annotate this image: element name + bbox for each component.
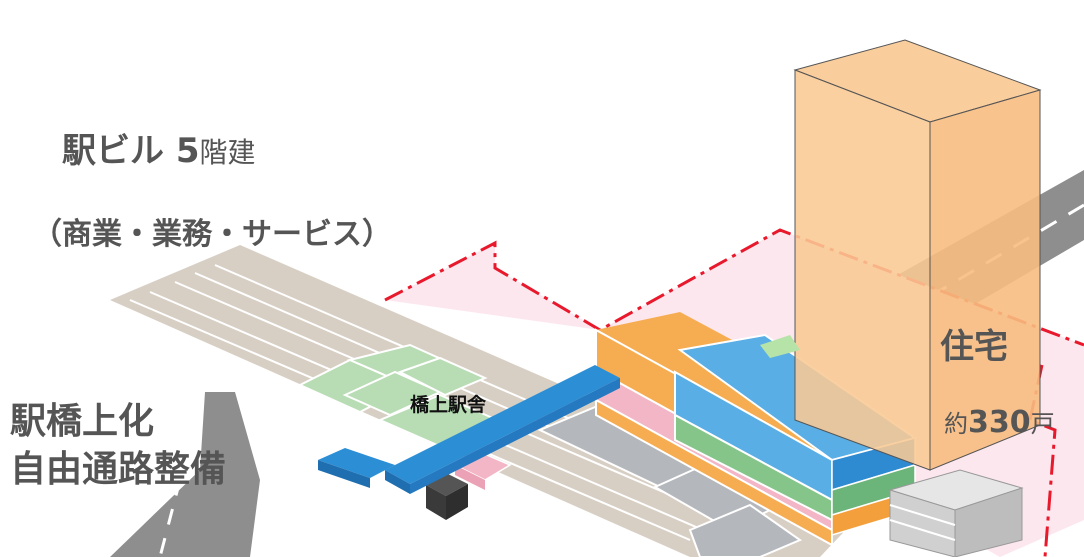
- station-building-label: 駅ビル 5階建: [62, 131, 256, 171]
- gray-building: [888, 469, 1024, 557]
- station-building-uses-label: （商業・業務・サービス）: [32, 217, 392, 252]
- residential-tower: [793, 39, 1042, 471]
- dark-block: [426, 474, 468, 496]
- road-center-line: [158, 479, 182, 557]
- dark-block-side: [426, 485, 446, 520]
- bridge-label-line1: 駅橋上化: [10, 401, 155, 442]
- green-lawn: [760, 335, 800, 358]
- housing-label: 住宅: [940, 327, 1008, 367]
- free-passage-walkway: [318, 365, 620, 494]
- dark-block-side2: [446, 484, 468, 520]
- road-lower-left: [110, 392, 260, 557]
- bridge-station-label: 橋上駅舎: [410, 394, 487, 416]
- housing-units-label: 約330戸: [944, 405, 1055, 440]
- bridge-label-line2: 自由通路整備: [10, 449, 227, 490]
- pink-block-side: [455, 465, 485, 490]
